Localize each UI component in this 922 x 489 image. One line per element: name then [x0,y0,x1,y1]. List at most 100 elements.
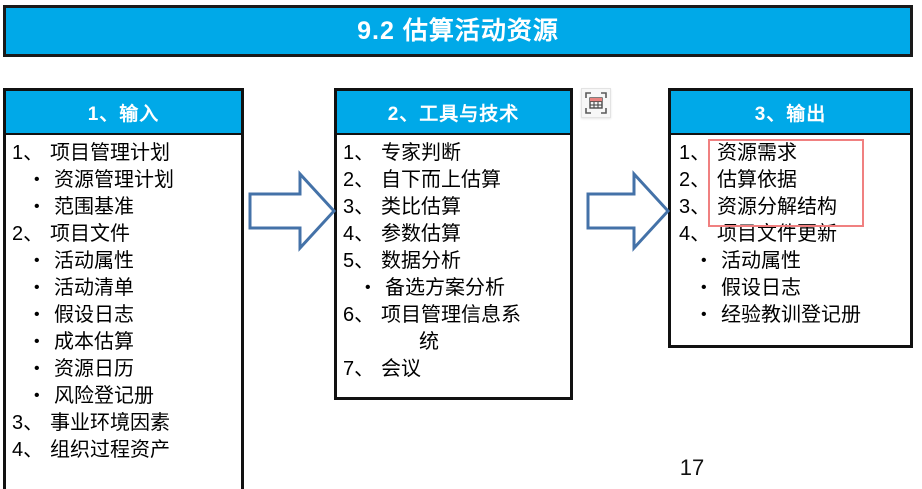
input-item-marker: • [34,333,40,350]
tools-item: 2、自下而上估算 [343,167,568,194]
input-item: 4、组织过程资产 [12,437,239,464]
input-item-marker: 1、 [12,142,44,164]
input-item-label: 事业环境因素 [50,412,170,434]
arrow-shape [586,170,670,252]
output-item: 2、估算依据 [679,167,908,194]
tools-item: 统 [343,329,568,356]
input-item: • 假设日志 [12,302,239,329]
input-item-label: 资源管理计划 [54,169,174,191]
input-item-label: 资源日历 [54,358,134,380]
output-item-marker: • [701,306,707,323]
tools-item-marker: 1、 [343,142,375,164]
output-item-label: 活动属性 [721,250,801,272]
input-item-marker: • [34,198,40,215]
output-item: • 活动属性 [679,248,908,275]
output-item-label: 假设日志 [721,277,801,299]
tools-item-label: 类比估算 [381,196,461,218]
input-item-label: 项目文件 [50,223,130,245]
input-item-marker: • [34,252,40,269]
picture-placeholder-glyph [585,92,607,114]
input-item: • 风险登记册 [12,383,239,410]
input-item-marker: • [34,306,40,323]
tools-item-marker: 5、 [343,250,375,272]
tools-item-label: 会议 [381,358,421,380]
slide-title-bar: 9.2 估算活动资源 [3,5,913,57]
arrow-input-to-tools [248,170,336,252]
tools-item: 3、类比估算 [343,194,568,221]
input-item: • 活动清单 [12,275,239,302]
tools-item-marker: 3、 [343,196,375,218]
output-item: 4、项目文件更新 [679,221,908,248]
column-tools-title: 2、工具与技术 [387,103,520,125]
tools-item: • 备选方案分析 [343,275,568,302]
input-item-marker: 4、 [12,439,44,461]
column-input-body: 1、项目管理计划 • 资源管理计划 • 范围基准 2、项目文件 • 活动属性 • 活动清单 • 假设日… [6,135,241,468]
arrow-tools-to-output [586,170,670,252]
input-item: •资源日历 [12,356,239,383]
output-item-label: 项目文件更新 [717,223,837,245]
input-item-label: 范围基准 [54,196,134,218]
output-item-marker: 2、 [679,169,711,191]
picture-placeholder-icon[interactable] [581,88,611,118]
output-item-marker: 1、 [679,142,711,164]
tools-item: 1、专家判断 [343,140,568,167]
tools-item-label: 统 [419,331,439,353]
output-item-label: 经验教训登记册 [721,304,861,326]
input-item: 3、事业环境因素 [12,410,239,437]
input-item-label: 活动属性 [54,250,134,272]
tools-item-label: 参数估算 [381,223,461,245]
tools-item-label: 备选方案分析 [385,277,505,299]
tools-item-label: 专家判断 [381,142,461,164]
output-item: • 假设日志 [679,275,908,302]
input-item-label: 活动清单 [54,277,134,299]
page-title: 9.2 估算活动资源 [357,16,559,45]
input-item-label: 组织过程资产 [50,439,170,461]
input-item: • 范围基准 [12,194,239,221]
output-item: • 经验教训登记册 [679,302,908,329]
input-item-marker: • [34,279,40,296]
column-input: 1、输入 1、项目管理计划 • 资源管理计划 • 范围基准 2、项目文件 • 活动属性 • 活动清… [3,88,244,489]
tools-item-label: 项目管理信息系 [381,304,521,326]
column-input-header: 1、输入 [6,91,241,135]
tools-item: 7、会议 [343,356,568,383]
tools-item-marker: 7、 [343,358,375,380]
tools-item: 4、参数估算 [343,221,568,248]
tools-item: 5、数据分析 [343,248,568,275]
input-item: •成本估算 [12,329,239,356]
tools-item-label: 数据分析 [381,250,461,272]
input-item-marker: • [34,171,40,188]
input-item: • 活动属性 [12,248,239,275]
input-item-marker: 2、 [12,223,44,245]
column-input-title: 1、输入 [87,103,160,125]
page-number: 17 [679,455,705,480]
tools-item-marker: • [365,279,371,296]
column-output-title: 3、输出 [754,103,827,125]
output-item: 3、资源分解结构 [679,194,908,221]
output-item-label: 资源分解结构 [717,196,837,218]
input-item: • 资源管理计划 [12,167,239,194]
output-item-marker: • [701,279,707,296]
input-item-label: 风险登记册 [54,385,154,407]
tools-item-marker: 2、 [343,169,375,191]
output-item: 1、资源需求 [679,140,908,167]
tools-item-marker: 6、 [343,304,375,326]
output-item-marker: 3、 [679,196,711,218]
tools-item: 6、项目管理信息系 [343,302,568,329]
output-item-label: 估算依据 [717,169,797,191]
output-item-label: 资源需求 [717,142,797,164]
input-item-label: 假设日志 [54,304,134,326]
output-item-marker: 4、 [679,223,711,245]
input-item-label: 项目管理计划 [50,142,170,164]
input-item-marker: 3、 [12,412,44,434]
column-tools-header: 2、工具与技术 [337,91,570,135]
input-item: 1、项目管理计划 [12,140,239,167]
arrow-shape [248,170,336,252]
input-item-marker: • [34,387,40,404]
tools-item-label: 自下而上估算 [381,169,501,191]
output-item-marker: • [701,252,707,269]
input-item: 2、项目文件 [12,221,239,248]
